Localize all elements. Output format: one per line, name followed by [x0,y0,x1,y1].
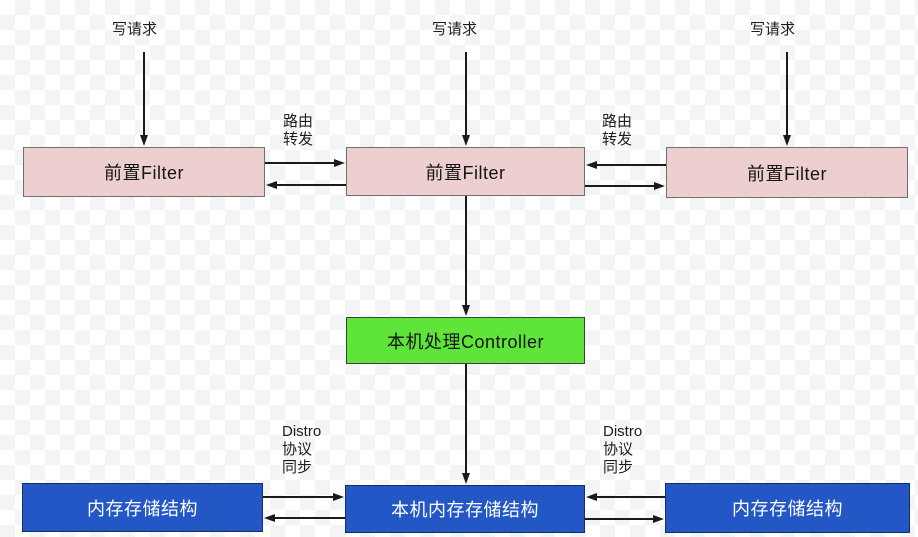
node-controller: 本机处理Controller [346,317,585,364]
node-storage-right: 内存存储结构 [665,483,910,533]
node-filter-center: 前置Filter [346,147,585,196]
edge-label-route-forward-right: 路由 转发 [602,113,633,148]
arrow-line-storage-center-to-storage-right [585,518,653,520]
edge-label-write-request-left: 写请求 [112,21,158,38]
arrowhead-filter-center-to-filter-left [266,180,277,189]
arrowhead-write-request-to-filter-left [139,135,148,146]
arrow-line-write-request-to-filter-center [465,52,467,135]
node-label-storage-right: 内存存储结构 [732,499,843,519]
arrow-line-storage-center-to-storage-left [275,517,345,519]
arrow-line-filter-right-to-filter-center [597,164,666,166]
arrow-line-filter-center-to-controller [465,196,467,305]
node-storage-left: 内存存储结构 [22,483,263,532]
node-label-filter-center: 前置Filter [425,162,506,183]
node-storage-center: 本机内存存储结构 [345,485,585,533]
arrow-line-storage-left-to-storage-center [263,496,333,498]
arrow-line-filter-center-to-filter-left [277,184,346,186]
arrowhead-filter-right-to-filter-center [586,160,597,169]
arrowhead-filter-center-to-controller [461,305,470,316]
node-filter-left: 前置Filter [23,147,265,197]
arrowhead-storage-right-to-storage-center [586,492,597,501]
node-filter-right: 前置Filter [666,147,908,198]
node-label-filter-left: 前置Filter [104,163,184,183]
node-label-storage-center: 本机内存存储结构 [391,500,539,520]
arrow-line-write-request-to-filter-right [786,52,788,135]
arrowhead-write-request-to-filter-right [782,135,791,146]
edge-label-distro-sync-right: Distro 协议 同步 [603,423,643,476]
arrowhead-storage-center-to-storage-right [653,514,664,523]
arrowhead-storage-center-to-storage-left [264,513,275,522]
arrowhead-storage-left-to-storage-center [333,492,344,501]
arrow-line-filter-center-to-filter-right [585,185,654,187]
node-label-filter-right: 前置Filter [747,163,827,184]
arrowhead-filter-center-to-filter-right [654,181,665,190]
edge-label-write-request-right: 写请求 [750,21,796,38]
edge-label-write-request-center: 写请求 [432,21,478,38]
edge-label-route-forward-left: 路由 转发 [283,113,314,148]
edge-label-distro-sync-left: Distro 协议 同步 [282,423,322,476]
node-label-controller: 本机处理Controller [386,331,545,352]
arrowhead-controller-to-storage-center [461,473,470,484]
arrow-line-write-request-to-filter-left [143,52,145,135]
arrowhead-filter-left-to-filter-center [334,158,345,167]
arrow-line-controller-to-storage-center [465,364,467,473]
node-label-storage-left: 内存存储结构 [87,498,198,519]
arrowhead-write-request-to-filter-center [461,135,470,146]
arrow-line-storage-right-to-storage-center [597,496,665,498]
arrow-line-filter-left-to-filter-center [265,162,334,164]
